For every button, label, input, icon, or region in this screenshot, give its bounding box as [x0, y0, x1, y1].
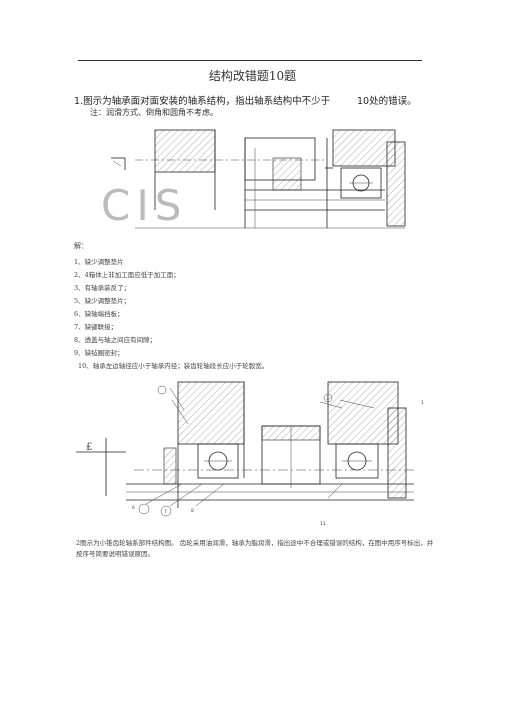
figure-1-right-housing — [332, 129, 396, 167]
figure-1-left-mark — [111, 157, 126, 170]
figure-2-right-bearing — [335, 443, 379, 479]
figure-1-stamp: CIS — [101, 181, 187, 230]
answer-heading: 解： — [74, 242, 88, 250]
figure-1-bearing — [340, 167, 382, 199]
figure-2-label: £ — [86, 442, 92, 453]
answer-item: 7、缺键联接； — [74, 323, 118, 331]
figure-2-label: 3 — [326, 396, 329, 402]
answer-item: 2、4箱体上非加工面应低于加工面； — [74, 271, 180, 279]
figure-2-label: 11 — [320, 521, 326, 527]
figure-1-drawing: CIS — [101, 129, 406, 230]
figure-2-left-bearing — [197, 443, 239, 479]
question-1-note: 注：润滑方式、倒角和圆角不考虑。 — [90, 108, 218, 117]
question-1-count: 10 — [357, 96, 370, 107]
figure-2-drawing: £ 6 7 8 11 3 1 — [76, 381, 424, 527]
question-1-text: 图示为轴承面对面安装的轴系结构，指出轴系结构中不少于 — [83, 96, 331, 107]
answer-item: 1、缺少调整垫片 — [74, 258, 124, 266]
figure-2-right-housing — [327, 381, 399, 445]
figure-2-label: 7 — [164, 509, 167, 515]
figure-1-left-housing — [154, 129, 216, 173]
answer-item: 6、缺轴端挡板； — [74, 310, 124, 318]
figure-2-left-housing — [177, 381, 245, 445]
question-1-tail: 处的错误。 — [369, 96, 417, 107]
page-title: 结构改错题10题 — [208, 69, 297, 83]
figure-2-label: 6 — [132, 505, 135, 511]
answer-item: 5、缺少调整垫片； — [74, 297, 131, 305]
question-1-count-wrap: 10处的错误。 — [357, 93, 417, 107]
answer-item: 9、缺毡圈密封； — [74, 349, 124, 357]
answer-item: 8、透盖与轴之间应有间隙； — [74, 336, 157, 344]
answer-item: 10、轴承左边轴径应小于轴承内径；装齿轮轴段长应小于轮毂宽。 — [78, 362, 269, 370]
figure-2-left-box: £ — [76, 438, 126, 496]
question-1: 1.图示为轴承面对面安装的轴系结构，指出轴系结构中不少于 10处的错误。 — [74, 93, 417, 107]
figure-2-label: 8 — [191, 508, 194, 514]
header-rule — [78, 60, 422, 61]
question-1-number: 1. — [74, 96, 84, 107]
figure-2-label: 1 — [421, 400, 424, 406]
answer-item: 3、有轴承装反了； — [74, 284, 131, 292]
question-2: 2图示为小锥齿轮轴系部件结构图。 齿轮采用油润滑，轴承为脂润滑，指出途中不合理或… — [76, 539, 434, 558]
